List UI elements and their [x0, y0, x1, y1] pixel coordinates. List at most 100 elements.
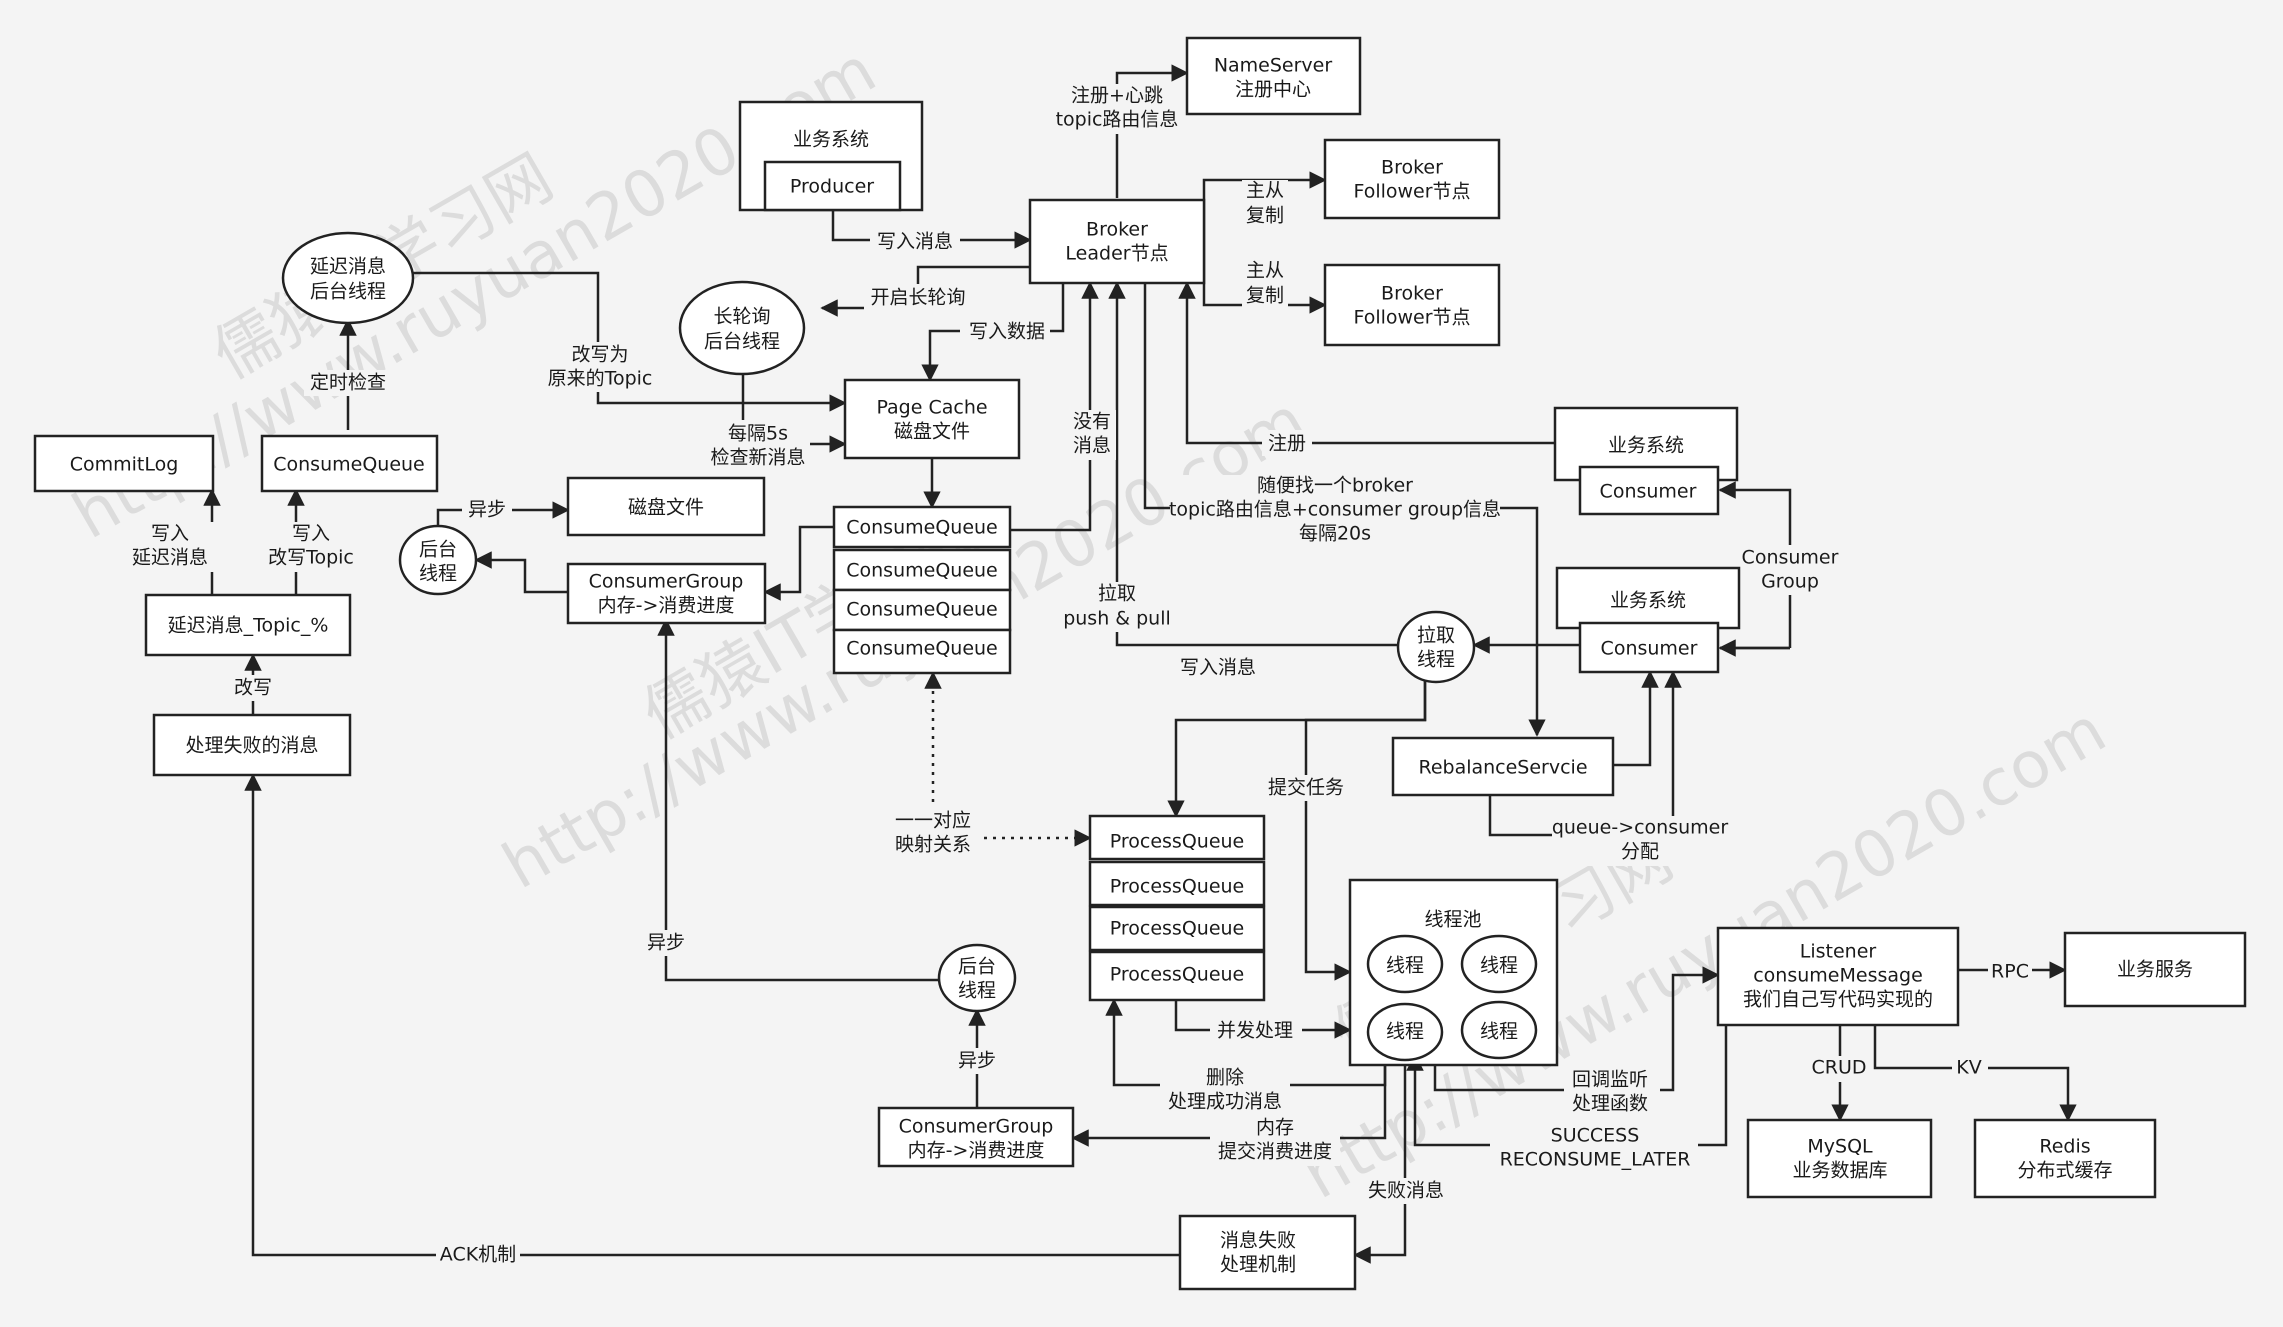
svg-text:磁盘文件: 磁盘文件 [628, 497, 704, 519]
edge-labels: 注册+心跳 topic路由信息 写入消息 主从 复制 主从 复制 开启长轮询 写… [128, 84, 2032, 1268]
svg-text:处理成功消息: 处理成功消息 [1168, 1091, 1282, 1113]
edge-cg-bgthread [474, 551, 568, 594]
svg-text:没有: 没有 [1073, 411, 1111, 433]
label-ack: ACK机制 [440, 1244, 516, 1266]
label-write-msg: 写入消息 [877, 231, 953, 253]
svg-text:ConsumeQueue: ConsumeQueue [846, 638, 998, 660]
svg-text:复制: 复制 [1246, 205, 1284, 227]
commitlog-node: CommitLog [33, 434, 215, 493]
fail-mechanism-node: 消息失败 处理机制 [1178, 1214, 1357, 1291]
svg-text:延迟消息_Topic_%: 延迟消息_Topic_% [168, 615, 329, 637]
consume-queue-stack: ConsumeQueue ConsumeQueue ConsumeQueue C… [832, 505, 1012, 675]
edge-broker-nameserver [1115, 64, 1189, 198]
edge-consumer-register [1178, 281, 1555, 445]
edge-rebalance-consumer [1613, 670, 1659, 767]
label-timer-check: 定时检查 [310, 372, 386, 394]
label-start-longpoll: 开启长轮询 [870, 287, 965, 309]
redis-node: Redis 分布式缓存 [1973, 1118, 2157, 1199]
svg-text:延迟消息: 延迟消息 [132, 547, 208, 569]
svg-text:每隔20s: 每隔20s [1299, 523, 1371, 545]
process-queue-stack: ProcessQueue ProcessQueue ProcessQueue P… [1088, 814, 1266, 1002]
failed-msg-node: 处理失败的消息 [152, 713, 352, 777]
svg-text:写入: 写入 [292, 523, 330, 545]
edge-thread-listener [1433, 966, 1720, 1092]
nameserver-node: NameServer 注册中心 [1185, 36, 1362, 116]
svg-text:随便找一个broker: 随便找一个broker [1257, 475, 1413, 497]
label-rpc: RPC [1991, 961, 2029, 983]
label-register-heartbeat: 注册+心跳 [1071, 85, 1163, 107]
bg-thread-left-node: 后台 线程 [398, 524, 478, 596]
label-write-msg2: 写入消息 [1180, 657, 1256, 679]
svg-text:拉取: 拉取 [1417, 625, 1455, 647]
svg-text:线程: 线程 [419, 563, 457, 585]
svg-text:Follower节点: Follower节点 [1353, 307, 1470, 329]
long-poll-node: 长轮询 后台线程 [678, 280, 806, 376]
producer-system: 业务系统 Producer [738, 100, 924, 212]
svg-text:topic路由信息: topic路由信息 [1056, 109, 1179, 131]
svg-text:内存->消费进度: 内存->消费进度 [908, 1140, 1045, 1162]
edge-thread-cgb [1071, 1060, 1387, 1147]
rebalance-node: RebalanceServcie [1391, 736, 1615, 797]
svg-text:改写Topic: 改写Topic [268, 547, 354, 569]
svg-text:Broker: Broker [1086, 219, 1148, 241]
edge-thread-fail [1353, 1060, 1407, 1264]
svg-text:线程: 线程 [1417, 649, 1455, 671]
svg-text:内存: 内存 [1256, 1117, 1294, 1139]
edge-ack [244, 773, 1180, 1257]
svg-text:处理失败的消息: 处理失败的消息 [185, 735, 318, 757]
edge-producer-broker [831, 210, 1032, 249]
broker-leader-node: Broker Leader节点 [1028, 198, 1206, 285]
svg-text:topic路由信息+consumer group信息: topic路由信息+consumer group信息 [1169, 499, 1501, 521]
listener-node: Listener consumeMessage 我们自己写代码实现的 [1716, 926, 1960, 1027]
svg-text:线程: 线程 [1480, 955, 1518, 977]
svg-text:延迟消息: 延迟消息 [310, 256, 386, 278]
edge-pull-broker [1108, 281, 1400, 647]
svg-text:业务系统: 业务系统 [1610, 590, 1686, 612]
svg-text:ConsumerGroup: ConsumerGroup [899, 1116, 1054, 1138]
svg-text:Broker: Broker [1381, 283, 1443, 305]
svg-text:ConsumerGroup: ConsumerGroup [589, 571, 744, 593]
mysql-node: MySQL 业务数据库 [1746, 1118, 1933, 1199]
edge-bgthread-cg [657, 618, 943, 982]
consumer-system-2: 业务系统 Consumer [1555, 566, 1741, 674]
svg-text:ConsumeQueue: ConsumeQueue [846, 517, 998, 539]
svg-text:ConsumeQueue: ConsumeQueue [846, 599, 998, 621]
svg-text:线程: 线程 [1386, 955, 1424, 977]
svg-text:线程: 线程 [1480, 1021, 1518, 1043]
svg-text:内存->消费进度: 内存->消费进度 [598, 595, 735, 617]
label-async-top: 异步 [468, 499, 506, 521]
svg-text:拉取: 拉取 [1098, 583, 1136, 605]
svg-text:处理机制: 处理机制 [1220, 1254, 1296, 1276]
edge-delaythread-pagecache [403, 271, 847, 412]
page-cache-node: Page Cache 磁盘文件 [843, 378, 1021, 460]
svg-text:consumeMessage: consumeMessage [1753, 965, 1923, 987]
svg-text:消息: 消息 [1073, 435, 1111, 457]
edge-cq-cg [763, 525, 834, 601]
biz-system-label: 业务系统 [793, 129, 869, 151]
disk-file-node: 磁盘文件 [566, 476, 766, 537]
svg-text:主从: 主从 [1246, 180, 1284, 202]
delay-thread-node: 延迟消息 后台线程 [281, 231, 415, 325]
svg-text:Follower节点: Follower节点 [1353, 181, 1470, 203]
svg-text:Broker: Broker [1381, 157, 1443, 179]
label-register: 注册 [1268, 433, 1306, 455]
label-async-bottom: 异步 [958, 1050, 996, 1072]
svg-text:分配: 分配 [1621, 841, 1659, 863]
svg-text:ProcessQueue: ProcessQueue [1110, 876, 1245, 898]
svg-text:后台: 后台 [958, 956, 996, 978]
svg-text:映射关系: 映射关系 [895, 834, 971, 856]
svg-text:处理函数: 处理函数 [1572, 1093, 1648, 1115]
svg-text:一一对应: 一一对应 [895, 810, 971, 832]
svg-text:业务服务: 业务服务 [2117, 959, 2193, 981]
broker-follower-2: Broker Follower节点 [1323, 263, 1501, 347]
svg-text:业务数据库: 业务数据库 [1792, 1160, 1887, 1182]
svg-text:ConsumeQueue: ConsumeQueue [846, 560, 998, 582]
svg-text:后台: 后台 [419, 539, 457, 561]
svg-text:回调监听: 回调监听 [1572, 1069, 1648, 1091]
svg-text:NameServer: NameServer [1214, 55, 1333, 77]
svg-text:Consumer: Consumer [1600, 481, 1697, 503]
producer-box [763, 160, 902, 212]
svg-text:复制: 复制 [1246, 285, 1284, 307]
svg-text:注册中心: 注册中心 [1235, 79, 1311, 101]
